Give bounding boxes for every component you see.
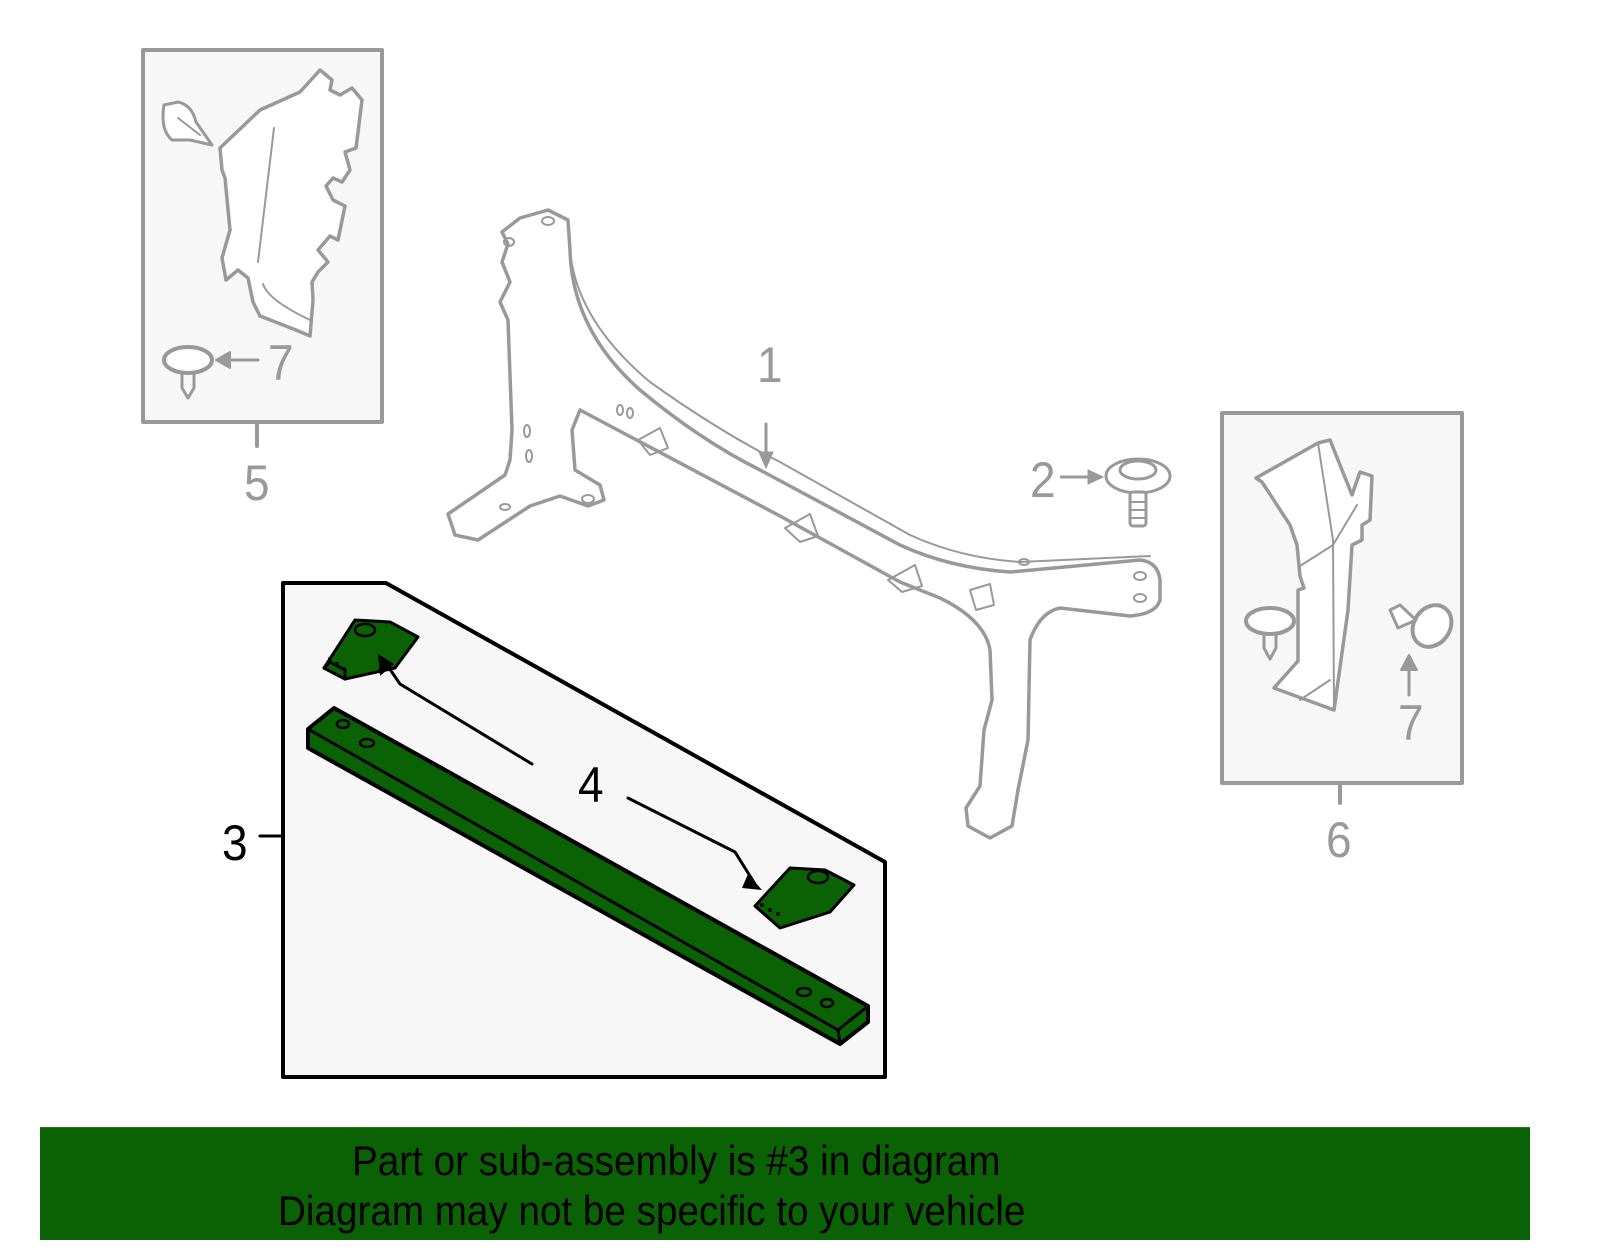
callout-7-left: 7: [268, 335, 294, 391]
part-4-bracket-left[interactable]: [322, 618, 420, 681]
inset-part-6[interactable]: [1220, 411, 1464, 805]
callout-4: 4: [578, 757, 604, 813]
inset-part-5[interactable]: [141, 48, 384, 448]
inset-part-3-highlighted[interactable]: [258, 581, 887, 1079]
part-3-reinforcement-bar[interactable]: [306, 706, 870, 1046]
part-4-bracket-right[interactable]: [753, 866, 856, 930]
info-banner: Part or sub-assembly is #3 in diagram Di…: [40, 1127, 1530, 1240]
callout-5: 5: [244, 455, 270, 511]
callout-7-right: 7: [1398, 695, 1424, 751]
banner-line-part-number: Part or sub-assembly is #3 in diagram: [352, 1137, 1001, 1184]
callout-3: 3: [222, 815, 248, 871]
callout-6: 6: [1326, 812, 1352, 868]
part-2-bolt[interactable]: [1060, 457, 1172, 528]
callout-2: 2: [1030, 452, 1056, 508]
banner-line-disclaimer: Diagram may not be specific to your vehi…: [278, 1187, 1026, 1234]
part-1-radiator-support[interactable]: [446, 208, 1162, 840]
callout-1: 1: [757, 337, 783, 393]
